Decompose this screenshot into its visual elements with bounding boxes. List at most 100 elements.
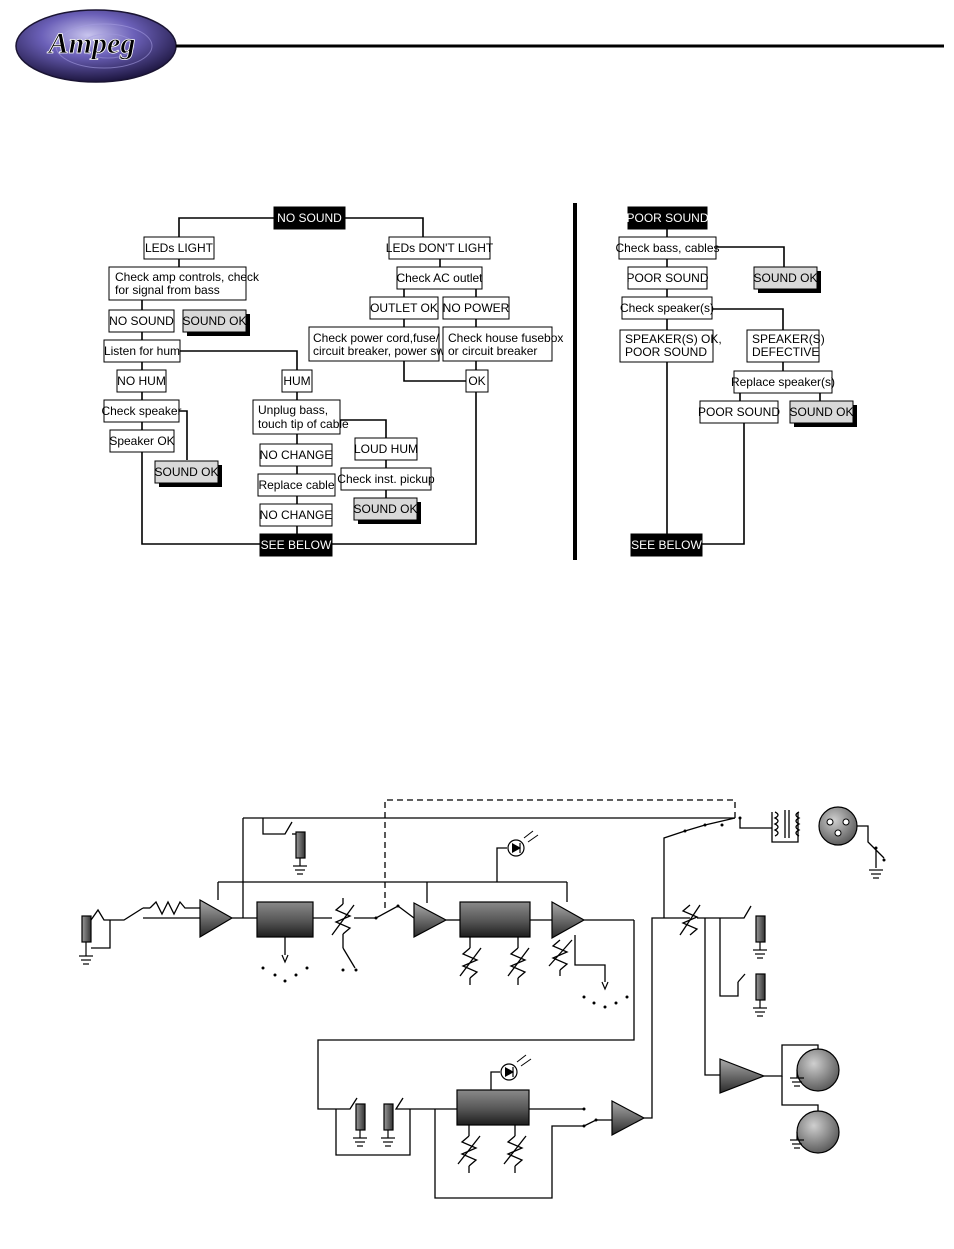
- power-amp-triangle: [611, 1100, 646, 1136]
- box-label: LEDs DON'T LIGHT: [386, 241, 494, 255]
- box-label: SPEAKER(S) OK,: [625, 332, 722, 346]
- hum-box: [281, 369, 313, 393]
- jack-icon: [293, 831, 307, 875]
- box-label: POOR SOUND: [626, 211, 708, 225]
- speaker-ok-box: [109, 429, 175, 453]
- check-ac-outlet-box: [396, 266, 483, 290]
- box-label: NO CHANGE: [260, 508, 333, 522]
- box-label: POOR SOUND: [698, 405, 780, 419]
- box-label: LOUD HUM: [354, 442, 418, 456]
- box-label: Speaker OK: [109, 434, 174, 448]
- box-label: OK: [468, 374, 485, 388]
- box-label: Check power cord,fuse/: [313, 331, 440, 345]
- check-house-fusebox-box: [442, 326, 553, 362]
- box-label: LEDs LIGHT: [145, 241, 214, 255]
- check-power-cord-box: [308, 326, 440, 362]
- poor-sound-flowchart: POOR SOUND Check bass, cables POOR SOUND…: [615, 206, 857, 557]
- driver-amp-triangle: [551, 900, 586, 940]
- no-power-box: [442, 296, 510, 320]
- box-label: Check speaker: [101, 404, 181, 418]
- box-label: SOUND OK: [154, 465, 218, 479]
- listen-for-hum-box: [103, 339, 181, 363]
- preamp-triangle: [199, 898, 234, 939]
- no-change-box-2: [259, 503, 333, 527]
- box-label: Replace cable: [258, 478, 334, 492]
- speakers-defective-box: [746, 329, 820, 363]
- box-label: NO SOUND: [277, 211, 342, 225]
- sound-ok-box-3: [353, 497, 418, 521]
- box-label: Replace speaker(s): [731, 375, 835, 389]
- led-indicator-icon-2: [500, 1054, 532, 1081]
- box-label: NO SOUND: [109, 314, 174, 328]
- replace-cable-box: [257, 473, 336, 497]
- check-bass-cables-box: [618, 236, 717, 260]
- box-label: NO POWER: [443, 301, 510, 315]
- eq-pot-2: [507, 937, 530, 985]
- speakers-ok-box: [619, 329, 714, 363]
- box-label: Unplug bass,: [258, 403, 328, 417]
- signal-block-diagram: [79, 799, 886, 1199]
- check-pickup-box: [340, 467, 432, 491]
- output-jack-2: [753, 973, 767, 1017]
- check-amp-controls-box: [108, 266, 247, 301]
- unplug-bass-box: [252, 399, 341, 435]
- box-label: Listen for hum: [104, 344, 180, 358]
- eq-pot-4: [457, 1125, 481, 1173]
- box-label: SOUND OK: [182, 314, 246, 328]
- box-label: NO CHANGE: [260, 448, 333, 462]
- leds-dont-light-box: [388, 236, 491, 260]
- xlr-output-icon: [818, 806, 858, 846]
- eq-pot-5: [503, 1125, 527, 1173]
- box-label: SEE BELOW: [631, 538, 702, 552]
- box-label: circuit breaker, power switch: [313, 344, 464, 358]
- speaker-amp-triangle: [719, 1058, 766, 1094]
- box-label: SOUND OK: [789, 405, 853, 419]
- box-label: HUM: [283, 374, 310, 388]
- input-jack-icon: [79, 915, 93, 965]
- loop-jack-1: [353, 1103, 367, 1147]
- loud-hum-box: [354, 437, 418, 461]
- eq-block-2: [459, 901, 531, 938]
- no-sound-root-box: [273, 206, 346, 230]
- no-hum-box: [116, 369, 167, 393]
- box-label: SOUND OK: [753, 271, 817, 285]
- see-below-box-1: [259, 533, 333, 557]
- box-label: NO HUM: [117, 374, 166, 388]
- gain-amp-triangle: [413, 902, 448, 938]
- ok-box: [465, 369, 489, 393]
- box-label: touch tip of cable: [258, 417, 349, 431]
- replace-speakers-box: [733, 370, 833, 394]
- poor-sound-root-box: [627, 206, 708, 230]
- box-label: Check inst. pickup: [337, 472, 435, 486]
- check-speaker-box: [103, 399, 180, 423]
- transformer-icon: [773, 810, 801, 838]
- box-label: Check amp controls, check: [115, 270, 260, 284]
- eq-pot-3: [548, 939, 573, 976]
- no-change-box-1: [259, 443, 333, 467]
- box-label: POOR SOUND: [626, 271, 708, 285]
- speaker-icon-1: [790, 1048, 840, 1092]
- check-speakers-box: [621, 296, 713, 320]
- leds-light-box: [143, 236, 215, 260]
- master-pot: [679, 904, 701, 936]
- no-sound-flowchart: NO SOUND LEDs LIGHT LEDs DON'T LIGHT Che…: [101, 206, 563, 557]
- eq-block-1: [256, 901, 314, 938]
- sound-ok-box-5: [789, 400, 854, 424]
- eq-pot-1: [459, 937, 482, 985]
- box-label: or circuit breaker: [448, 344, 537, 358]
- ampeg-logo: Ampeg: [15, 9, 177, 83]
- box-label: POOR SOUND: [625, 345, 707, 359]
- logo-wordmark: Ampeg: [47, 27, 136, 60]
- box-label: DEFECTIVE: [752, 345, 819, 359]
- sound-ok-box-4: [753, 266, 818, 290]
- speaker-icon-2: [790, 1110, 840, 1154]
- box-label: SEE BELOW: [261, 538, 332, 552]
- loop-jack-2: [381, 1103, 395, 1147]
- see-below-box-2: [630, 533, 703, 557]
- box-label: Check house fusebox: [448, 331, 563, 345]
- box-label: Check bass, cables: [615, 241, 719, 255]
- box-label: OUTLET OK: [370, 301, 438, 315]
- box-label: Check speaker(s): [620, 301, 714, 315]
- led-indicator-icon: [507, 830, 539, 857]
